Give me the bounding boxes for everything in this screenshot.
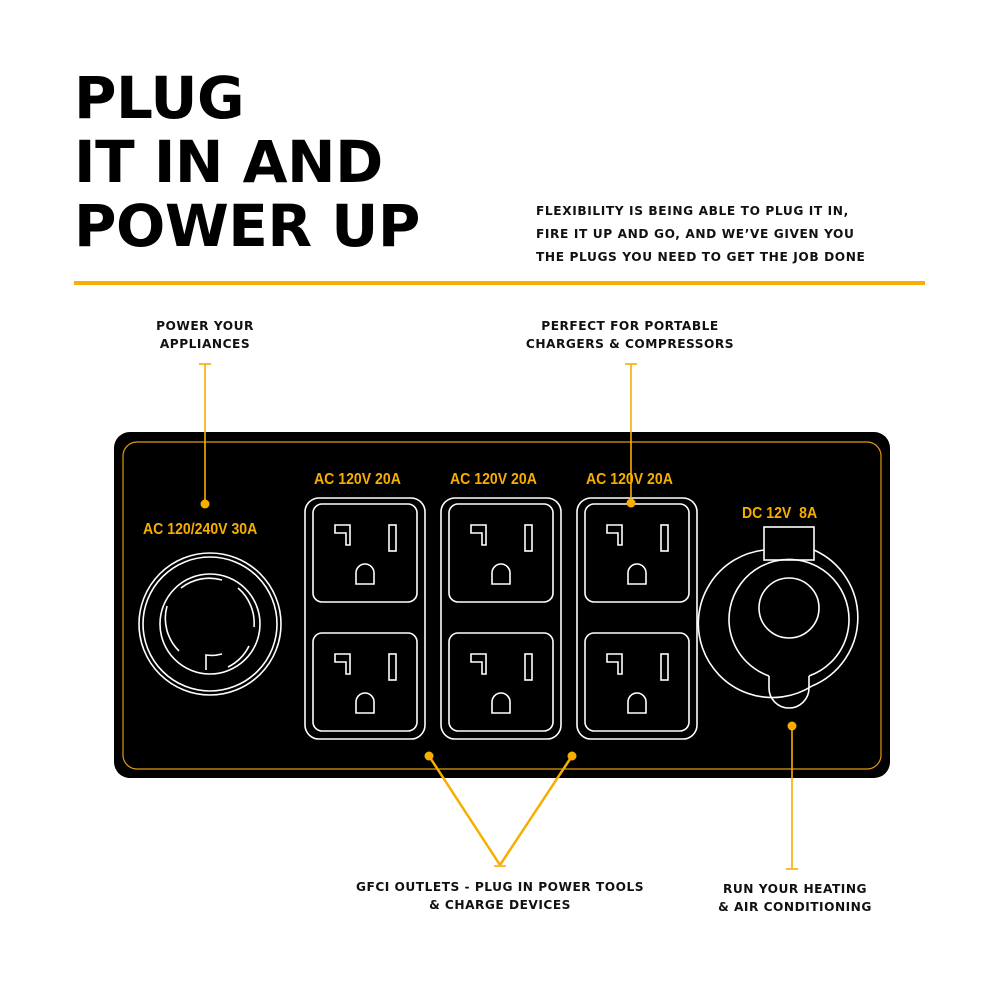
callout-line: GFCI OUTLETS - PLUG IN POWER TOOLS [356,880,644,894]
accent-divider [74,281,925,285]
callout-line: & CHARGE DEVICES [429,898,571,912]
callout-portable-chargers: PERFECT FOR PORTABLE CHARGERS & COMPRESS… [480,317,780,353]
outlet-group-2-label: AC 120V 20A [450,471,537,488]
callout-line: APPLIANCES [159,337,251,351]
tagline-line-1: FLEXIBILITY IS BEING ABLE TO PLUG IT IN, [536,204,849,218]
control-panel [114,432,890,778]
callout-line: POWER YOUR [156,319,254,333]
outlet-group-3-label: AC 120V 20A [586,471,673,488]
headline-line-2: IT IN AND [74,128,383,196]
callout-heating-ac: RUN YOUR HEATING & AIR CONDITIONING [680,880,910,916]
outlet-group-1-label: AC 120V 20A [314,471,401,488]
outlet-group-3 [576,497,698,740]
callout-line: RUN YOUR HEATING [722,882,868,896]
callout-line: PERFECT FOR PORTABLE [541,319,719,333]
dc-12v-socket [697,526,859,709]
dc-socket-label: DC 12V 8A [742,505,818,522]
callout-line: CHARGERS & COMPRESSORS [525,337,735,351]
leader-lines [199,363,798,870]
tagline-line-3: THE PLUGS YOU NEED TO GET THE JOB DONE [536,250,866,264]
outlet-group-2 [440,497,562,740]
tagline: FLEXIBILITY IS BEING ABLE TO PLUG IT IN,… [536,200,865,269]
twist-lock-outlet [138,552,282,696]
outlet-group-1 [304,497,426,740]
callout-gfci-outlets: GFCI OUTLETS - PLUG IN POWER TOOLS & CHA… [300,878,700,914]
twist-lock-label: AC 120/240V 30A [143,521,258,538]
callout-power-appliances: POWER YOUR APPLIANCES [125,317,285,353]
panel-inner-border [122,441,882,770]
tagline-line-2: FIRE IT UP AND GO, AND WE’VE GIVEN YOU [536,227,855,241]
headline-line-1: PLUG [74,64,245,132]
callout-line: & AIR CONDITIONING [718,900,872,914]
headline: PLUG IT IN AND POWER UP [74,66,420,258]
headline-line-3: POWER UP [74,192,420,260]
